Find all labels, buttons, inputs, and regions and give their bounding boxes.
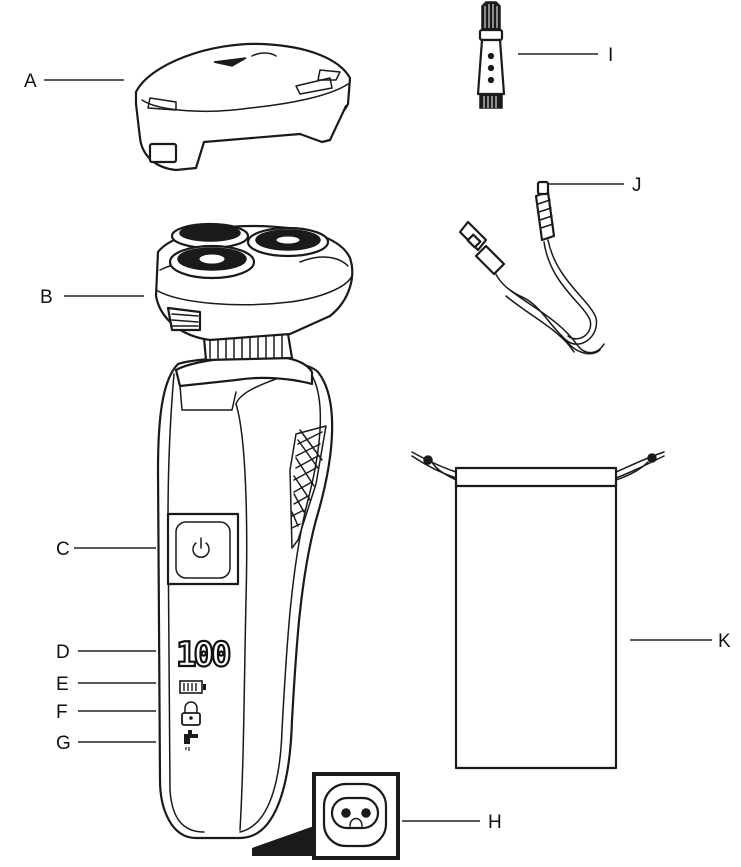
- grip-texture: [289, 425, 327, 549]
- water-tap-icon: [184, 730, 198, 751]
- label-j: J: [632, 175, 642, 196]
- cleaning-brush: [476, 1, 506, 109]
- label-d: D: [56, 642, 70, 663]
- label-h: H: [488, 812, 502, 833]
- shaver-body: 100: [154, 222, 354, 840]
- label-i: I: [608, 45, 613, 66]
- label-a: A: [24, 71, 37, 92]
- label-c: C: [56, 539, 70, 560]
- padlock-icon: [181, 701, 201, 726]
- protective-cap: [134, 42, 352, 172]
- power-icon[interactable]: [192, 537, 210, 558]
- led-display: 100: [176, 635, 230, 675]
- storage-pouch: [411, 451, 665, 770]
- label-b: B: [40, 287, 53, 308]
- label-g: G: [56, 733, 71, 754]
- usb-charging-cable: [458, 180, 605, 355]
- label-f: F: [56, 702, 68, 723]
- charging-socket-detail: [252, 772, 400, 860]
- label-e: E: [56, 674, 69, 695]
- label-k: K: [718, 631, 731, 652]
- battery-icon: [179, 680, 206, 694]
